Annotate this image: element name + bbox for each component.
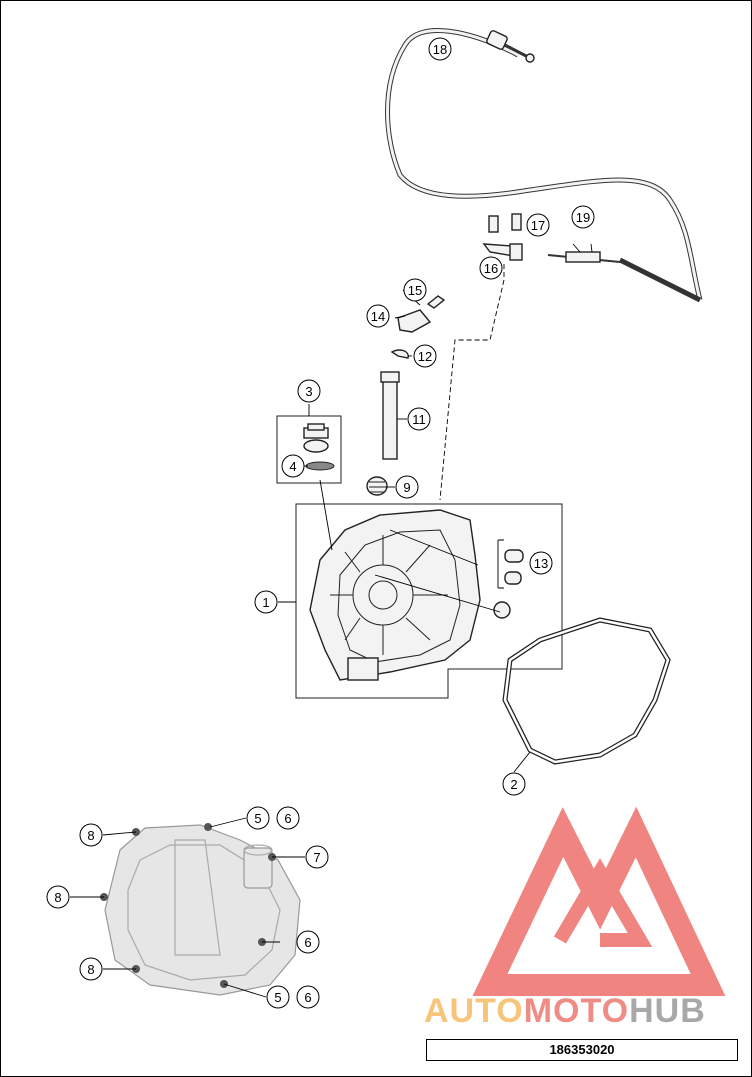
watermark-text: AUTOMOTOHUB bbox=[424, 992, 744, 1034]
release-lever bbox=[390, 295, 446, 359]
svg-text:1: 1 bbox=[262, 595, 269, 610]
callout-9: 9 bbox=[395, 475, 419, 499]
callout-3: 3 bbox=[297, 379, 321, 403]
screw-parts bbox=[482, 213, 523, 261]
callout-14: 14 bbox=[366, 304, 390, 328]
push-rod bbox=[380, 371, 400, 460]
watermark-part-3: HUB bbox=[629, 992, 706, 1030]
callout-19: 19 bbox=[571, 205, 595, 229]
svg-text:8: 8 bbox=[54, 890, 61, 905]
svg-text:13: 13 bbox=[534, 556, 548, 571]
svg-text:16: 16 bbox=[484, 261, 498, 276]
watermark-part-2: MOTO bbox=[523, 992, 630, 1030]
callout-5a: 5 bbox=[246, 806, 270, 830]
callout-8c: 8 bbox=[79, 957, 103, 981]
callout-2: 2 bbox=[502, 772, 526, 796]
callout-1: 1 bbox=[254, 590, 278, 614]
watermark-logo bbox=[472, 806, 726, 996]
callout-15: 15 bbox=[403, 278, 427, 302]
svg-text:4: 4 bbox=[289, 459, 296, 474]
callout-17: 17 bbox=[526, 213, 550, 237]
callout-8a: 8 bbox=[79, 823, 103, 847]
callout-4: 4 bbox=[281, 454, 305, 478]
cover-outer-view bbox=[100, 823, 301, 996]
watermark-part-1: AUTO bbox=[424, 992, 524, 1030]
svg-text:2: 2 bbox=[510, 777, 517, 792]
callout-7: 7 bbox=[305, 845, 329, 869]
svg-text:19: 19 bbox=[576, 210, 590, 225]
svg-text:5: 5 bbox=[274, 990, 281, 1005]
svg-text:6: 6 bbox=[304, 935, 311, 950]
svg-text:9: 9 bbox=[403, 480, 410, 495]
svg-text:8: 8 bbox=[87, 962, 94, 977]
callout-6b: 6 bbox=[296, 930, 320, 954]
svg-text:14: 14 bbox=[371, 309, 385, 324]
svg-text:15: 15 bbox=[408, 283, 422, 298]
cover-gasket bbox=[502, 617, 671, 765]
callout-5b: 5 bbox=[266, 985, 290, 1009]
svg-text:5: 5 bbox=[254, 811, 261, 826]
svg-text:7: 7 bbox=[313, 850, 320, 865]
document-number: 186353020 bbox=[426, 1039, 738, 1061]
clutch-cover bbox=[295, 503, 563, 699]
svg-text:12: 12 bbox=[418, 349, 432, 364]
svg-text:6: 6 bbox=[284, 811, 291, 826]
callout-6a: 6 bbox=[276, 806, 300, 830]
callout-12: 12 bbox=[413, 344, 437, 368]
callout-18: 18 bbox=[428, 37, 452, 61]
svg-text:11: 11 bbox=[412, 412, 426, 427]
spring bbox=[366, 476, 388, 496]
callout-6c: 6 bbox=[296, 985, 320, 1009]
callout-8b: 8 bbox=[46, 885, 70, 909]
clutch-cable bbox=[385, 28, 703, 303]
callout-13: 13 bbox=[529, 551, 553, 575]
svg-text:3: 3 bbox=[305, 384, 312, 399]
svg-text:6: 6 bbox=[304, 990, 311, 1005]
svg-text:17: 17 bbox=[531, 218, 545, 233]
callout-11: 11 bbox=[407, 407, 431, 431]
callout-16: 16 bbox=[479, 256, 503, 280]
svg-text:18: 18 bbox=[433, 42, 447, 57]
callouts: 1 2 3 4 5 6 7 8 8 6 8 5 6 9 11 12 13 14 … bbox=[46, 37, 595, 1009]
leader-lines bbox=[70, 243, 593, 998]
svg-text:8: 8 bbox=[87, 828, 94, 843]
